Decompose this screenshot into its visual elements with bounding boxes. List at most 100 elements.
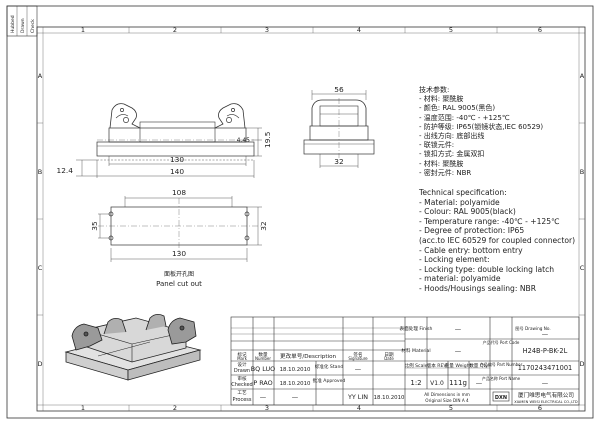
zone-right-c: C — [580, 264, 585, 272]
tb-scale-value: 1:2 — [410, 379, 421, 387]
tb-checked-name: P RAO — [253, 379, 272, 387]
dim-56: 56 — [334, 85, 344, 94]
dim-35: 35 — [90, 221, 99, 231]
tb-role-drawn-cn: 设计 — [237, 361, 247, 368]
panel-cutout — [98, 198, 262, 252]
end-dimension-lines — [311, 90, 367, 168]
tb-header-date-en: Date — [384, 356, 394, 361]
tech-cn-1: - 材料: 聚酰胺 — [419, 95, 464, 104]
corner-label-3: Check — [30, 19, 36, 33]
cutout-title-cn: 面板开孔图 — [164, 270, 194, 278]
tb-material-label: 材料 Material — [401, 347, 430, 354]
tb-name-value: — — [542, 379, 549, 387]
outer-frame — [6, 5, 594, 419]
tb-role-process-cn: 工艺 — [237, 390, 247, 396]
zone-right-d: D — [579, 360, 584, 368]
tech-cn-3: - 温度范围: -40℃ - +125℃ — [419, 113, 510, 122]
dim-130-side: 130 — [170, 155, 184, 164]
dim-32-end: 32 — [334, 157, 343, 166]
tb-drawing-no-label: 图号 Drawing No. — [515, 326, 550, 332]
zone-left-c: C — [38, 264, 43, 272]
zone-bottom-3: 3 — [265, 404, 269, 412]
tb-role-drawn-en: Drawn — [234, 368, 250, 374]
tb-code-value: H24B-P-BK-2L — [523, 347, 568, 355]
tb-process-name: — — [260, 393, 267, 401]
zone-left-d: D — [37, 360, 42, 368]
tech-cn-6: - 联锁元件: — [419, 141, 455, 150]
zone-top-5: 5 — [449, 26, 453, 34]
dim-4-45: 4.45 — [237, 137, 251, 144]
tb-role-checked-cn: 审核 — [237, 375, 247, 382]
tech-en-5: (acc.to IEC 60529 for coupled connector) — [419, 236, 576, 245]
tech-en-0: Technical specification: — [419, 188, 507, 198]
tech-en-8: - Locking type: double locking latch — [419, 264, 555, 274]
side-view — [96, 103, 255, 161]
end-view — [303, 98, 375, 158]
tb-part-no-value: 1170243471001 — [518, 364, 573, 372]
tb-rev-value: V1.0 — [430, 380, 444, 387]
tech-en-6: - Cable entry: bottom entry — [419, 245, 523, 255]
tech-en-1: - Material: polyamide — [419, 197, 500, 207]
tb-name-label: 产品名称 Port Name — [482, 375, 521, 381]
tb-header-mark-en: Mark — [237, 356, 248, 361]
zone-bottom-1: 1 — [81, 404, 85, 412]
zone-top-4: 4 — [357, 26, 361, 34]
tb-drawing-no-value: — — [542, 330, 549, 338]
dim-108: 108 — [172, 188, 186, 197]
tech-cn-5: - 出线方向: 底部出线 — [419, 132, 485, 141]
tb-part-no-label: 产品编号 Part Number — [480, 361, 523, 367]
tb-stand-label: 标准化 Stand — [315, 363, 344, 370]
tb-checked-date: 18.10.2010 — [280, 381, 311, 387]
zone-top-1: 1 — [81, 26, 85, 34]
tech-en-7: - Locking element: — [419, 255, 490, 265]
tech-en-9: - material: polyamide — [419, 274, 501, 284]
tb-finish-value: — — [455, 325, 462, 333]
corner-label-1: Hubbed — [10, 15, 16, 33]
zone-bottom-4: 4 — [357, 404, 361, 412]
tech-en-10: - Hoods/Housings sealing: NBR — [419, 283, 537, 293]
tb-company-logo: DXN — [495, 395, 507, 401]
tb-note-line1: All Dimensions in mm — [424, 392, 470, 397]
zone-ticks — [37, 27, 585, 411]
cutout-dimension-lines — [98, 196, 262, 262]
isometric-view — [64, 314, 202, 381]
tb-role-checked-en: Checked — [231, 382, 252, 388]
zone-left-b: B — [38, 168, 42, 176]
tb-material-value: — — [455, 347, 462, 355]
zone-right-a: A — [580, 72, 585, 80]
corner-stamp: Hubbed Drawn Check — [6, 5, 38, 37]
tb-weight-value: 111g — [449, 379, 467, 387]
tb-rev-label: 版本 REV. — [427, 362, 448, 369]
tb-process-date: — — [292, 393, 299, 401]
tb-drawn-name: BQ LUO — [251, 365, 275, 373]
tech-cn-9: - 密封元件: NBR — [419, 168, 472, 177]
zone-top-3: 3 — [265, 26, 269, 34]
zone-left-a: A — [38, 72, 43, 80]
tb-note-line2: Original Size DIN A 4 — [425, 398, 469, 403]
tb-header-mark-cn: 标记 — [237, 351, 247, 358]
tb-stand-value: — — [355, 365, 362, 373]
zone-top-6: 6 — [538, 26, 542, 34]
zone-bottom-2: 2 — [173, 404, 177, 412]
side-dimension-lines — [76, 127, 262, 178]
tb-header-number-en: Number — [255, 356, 271, 361]
tech-cn-2: - 颜色: RAL 9005(黑色) — [419, 104, 496, 113]
tb-header-sign-cn: 签名 — [353, 351, 362, 358]
tb-approved-date: 18.10.2010 — [374, 395, 405, 401]
tb-weight-label: 重量 Weight — [445, 362, 472, 369]
tech-cn-0: 技术参数: — [419, 86, 450, 94]
dim-130-cut: 130 — [172, 249, 186, 258]
cutout-title-en: Panel cut out — [156, 280, 202, 288]
tb-company-en: XIAMEN WEISI ELECTRICAL CO.,LTD — [514, 400, 578, 404]
tb-scale-label: 比例 Scale — [404, 362, 427, 369]
tb-qty-value: — — [476, 379, 483, 387]
tech-cn-8: - 材料: 聚酰胺 — [419, 159, 464, 168]
tb-header-sign-en: Signature — [348, 356, 368, 361]
dim-32-cut: 32 — [259, 221, 268, 230]
corner-label-2: Drawn — [20, 18, 26, 33]
tb-code-label: 产品代号 Port Code — [483, 339, 520, 345]
tb-qty-label: 数量 Qty. — [469, 362, 489, 369]
dim-12-4: 12.4 — [57, 166, 74, 175]
tb-drawn-date: 18.10.2010 — [280, 367, 311, 373]
